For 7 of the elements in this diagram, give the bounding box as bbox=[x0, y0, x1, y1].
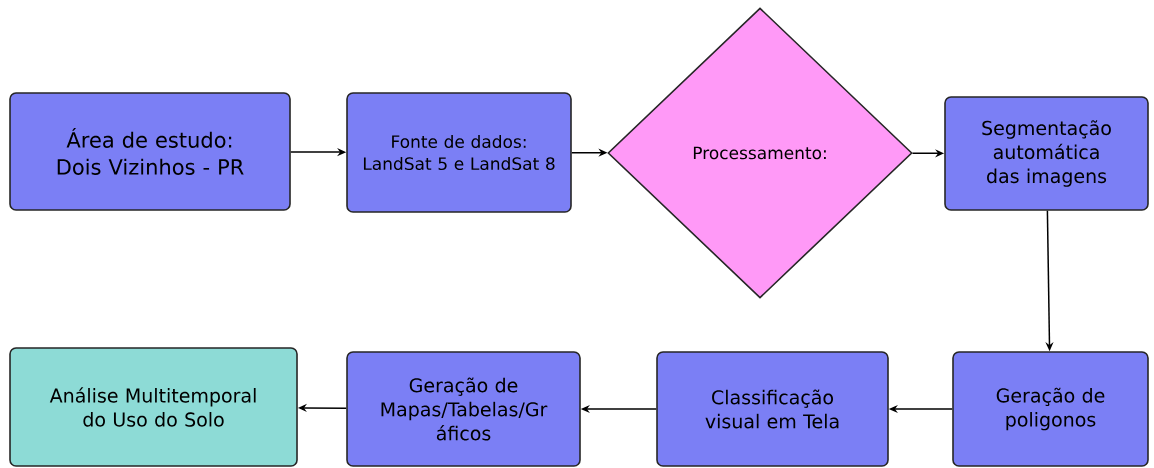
process-box: Classificação visual em Tela bbox=[656, 351, 889, 467]
process-box: Geração de Mapas/Tabelas/Gr áficos bbox=[346, 351, 581, 467]
process-box: Segmentação automática das imagens bbox=[944, 96, 1149, 211]
process-box: Geração de poligonos bbox=[952, 351, 1149, 467]
process-box: Análise Multitemporal do Uso do Solo bbox=[9, 347, 298, 467]
process-box: Fonte de dados: LandSat 5 e LandSat 8 bbox=[346, 92, 572, 213]
process-box: Área de estudo: Dois Vizinhos - PR bbox=[9, 92, 291, 211]
